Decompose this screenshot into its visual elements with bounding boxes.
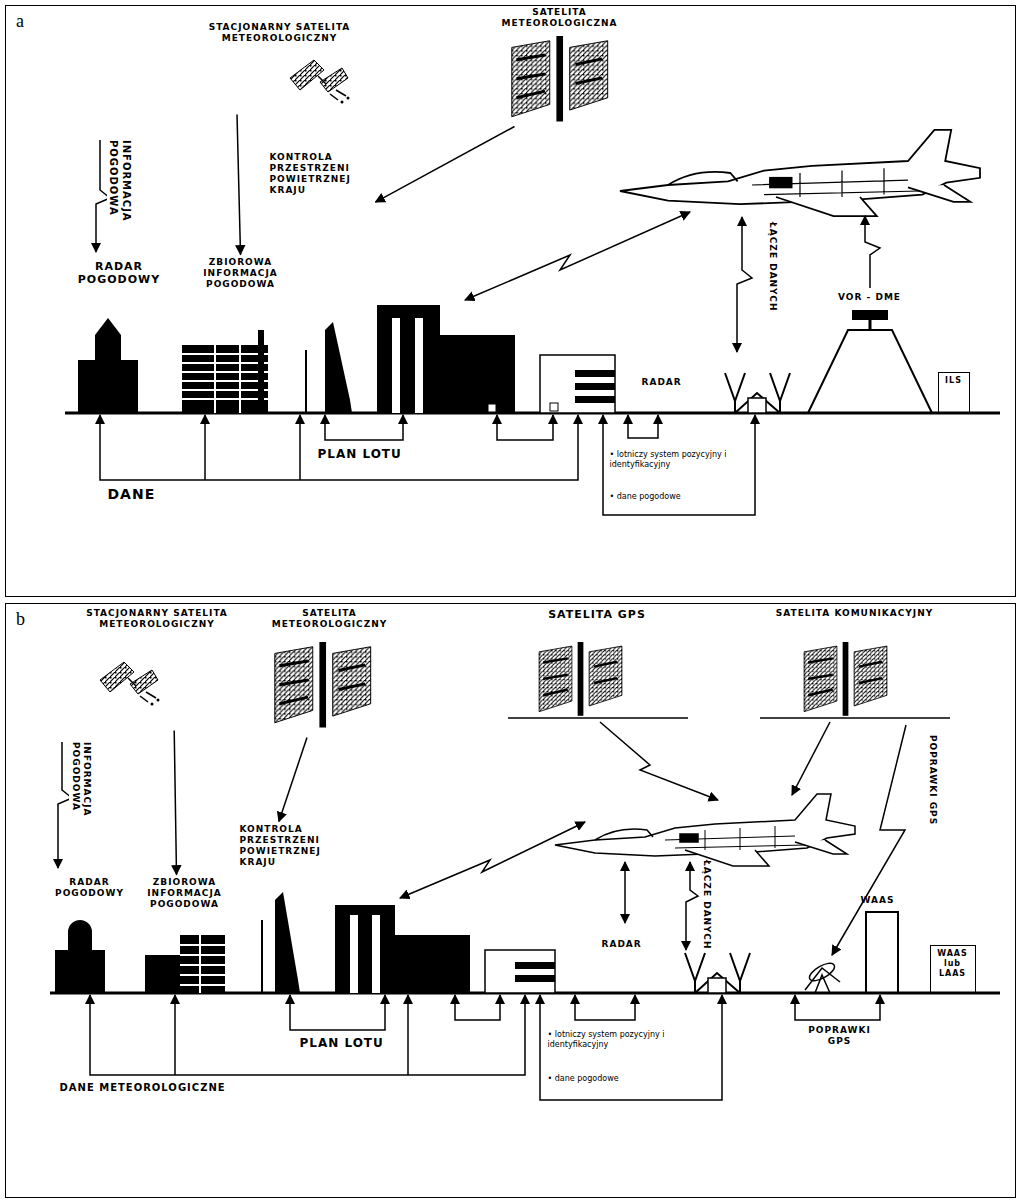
vertical-arrow-label: POPRAWKI GPS xyxy=(926,735,937,825)
diagram-label: • lotniczy system pozycyjny i identyfika… xyxy=(610,450,745,470)
ils-box: ILS xyxy=(938,372,970,413)
diagram-label: PLAN LOTU xyxy=(300,1036,384,1051)
station-label: RADAR POGODOWY xyxy=(47,877,133,900)
station-label: WAAS xyxy=(854,895,902,906)
vertical-arrow-label: ŁĄCZE DANYCH xyxy=(700,860,711,949)
vertical-arrow-label: ŁĄCZE DANYCH xyxy=(766,222,777,311)
signal-arrow xyxy=(376,127,515,203)
weather-info-station: ZBIOROWA INFORMACJA POGODOWA xyxy=(135,875,235,993)
weather-info-station: ZBIOROWA INFORMACJA POGODOWA xyxy=(180,255,302,413)
satellite-station: SATELITA GPS xyxy=(505,606,690,721)
vertical-arrow-label: INFORMACJA POGODOWA xyxy=(107,140,132,240)
station-label: SATELITA GPS xyxy=(507,608,688,622)
diagram-label: POPRAWKI GPS xyxy=(805,1025,875,1048)
vertical-arrow-label: INFORMACJA POGODOWA xyxy=(69,742,92,842)
vor-dme-station: VOR - DME xyxy=(800,290,940,413)
signal-arrow xyxy=(237,115,241,255)
panel-letter: b xyxy=(16,608,25,631)
satellite-station: STACJONARNY SATELITA METEOROLOGICZNY xyxy=(50,606,265,731)
signal-arrow xyxy=(279,738,307,822)
satellite-station: SATELITA KOMUNIKACYJNY xyxy=(755,606,955,721)
station-label: SATELITA METEOROLOGICZNY xyxy=(257,608,403,631)
control-tower: KONTROLA PRZESTRZENI POWIETRZNEJ KRAJU xyxy=(268,150,376,413)
radar-antenna: RADAR xyxy=(640,365,795,413)
station-label: STACJONARNY SATELITA METEOROLOGICZNY xyxy=(52,608,263,631)
station-label: ZBIOROWA INFORMACJA POGODOWA xyxy=(137,877,233,911)
satellite-station: SATELITA METEOROLOGICZNY xyxy=(255,606,405,738)
station-label: RADAR xyxy=(602,939,748,950)
station-label: VOR - DME xyxy=(802,292,938,303)
station-label: RADAR POGODOWY xyxy=(64,260,175,288)
station-label: KONTROLA PRZESTRZENI POWIETRZNEJ KRAJU xyxy=(240,824,328,869)
control-tower: KONTROLA PRZESTRZENI POWIETRZNEJ KRAJU xyxy=(238,822,330,993)
diagram-label: PLAN LOTU xyxy=(318,447,402,462)
waas-laas-box: WAAS lub LAAS xyxy=(930,945,976,993)
waas-station: WAAS xyxy=(852,893,904,993)
diagram-panel: bSTACJONARNY SATELITA METEOROLOGICZNYSAT… xyxy=(5,603,1016,1198)
diagram-label: • dane pogodowe xyxy=(610,492,745,502)
weather-radar: RADAR POGODOWY xyxy=(45,875,135,993)
panel-letter: a xyxy=(16,10,24,33)
station-label: KONTROLA PRZESTRZENI POWIETRZNEJ KRAJU xyxy=(270,152,374,197)
satellite-station: STACJONARNY SATELITA METEOROLOGICZNY xyxy=(195,20,365,115)
station-label: SATELITA KOMUNIKACYJNY xyxy=(757,608,953,619)
station-label: ILS xyxy=(941,376,967,386)
diagram-label: • lotniczy system pozycyjny i identyfika… xyxy=(548,1030,708,1050)
satellite-station: SATELITA METEOROLOGICZNA xyxy=(485,5,635,127)
weather-radar: RADAR POGODOWY xyxy=(62,258,177,413)
station-label: RADAR xyxy=(642,377,793,388)
diagram-label: DANE METEOROLOGICZNE xyxy=(60,1082,226,1095)
diagram-label: DANE xyxy=(108,486,156,504)
radar-antenna: RADAR xyxy=(600,925,750,993)
panel-b-drawing xyxy=(50,642,1000,1100)
panel-a-drawing xyxy=(65,36,1000,515)
diagram-label: • dane pogodowe xyxy=(548,1074,708,1084)
station-label: WAAS lub LAAS xyxy=(933,949,973,979)
station-label: SATELITA METEOROLOGICZNA xyxy=(487,7,633,30)
station-label: STACJONARNY SATELITA METEOROLOGICZNY xyxy=(197,22,363,45)
station-label: ZBIOROWA INFORMACJA POGODOWA xyxy=(182,257,300,291)
diagram-panel: a SATELITA METEOROLOGICZNA STACJONARNY SAT… xyxy=(5,5,1016,597)
signal-arrow xyxy=(174,731,176,875)
